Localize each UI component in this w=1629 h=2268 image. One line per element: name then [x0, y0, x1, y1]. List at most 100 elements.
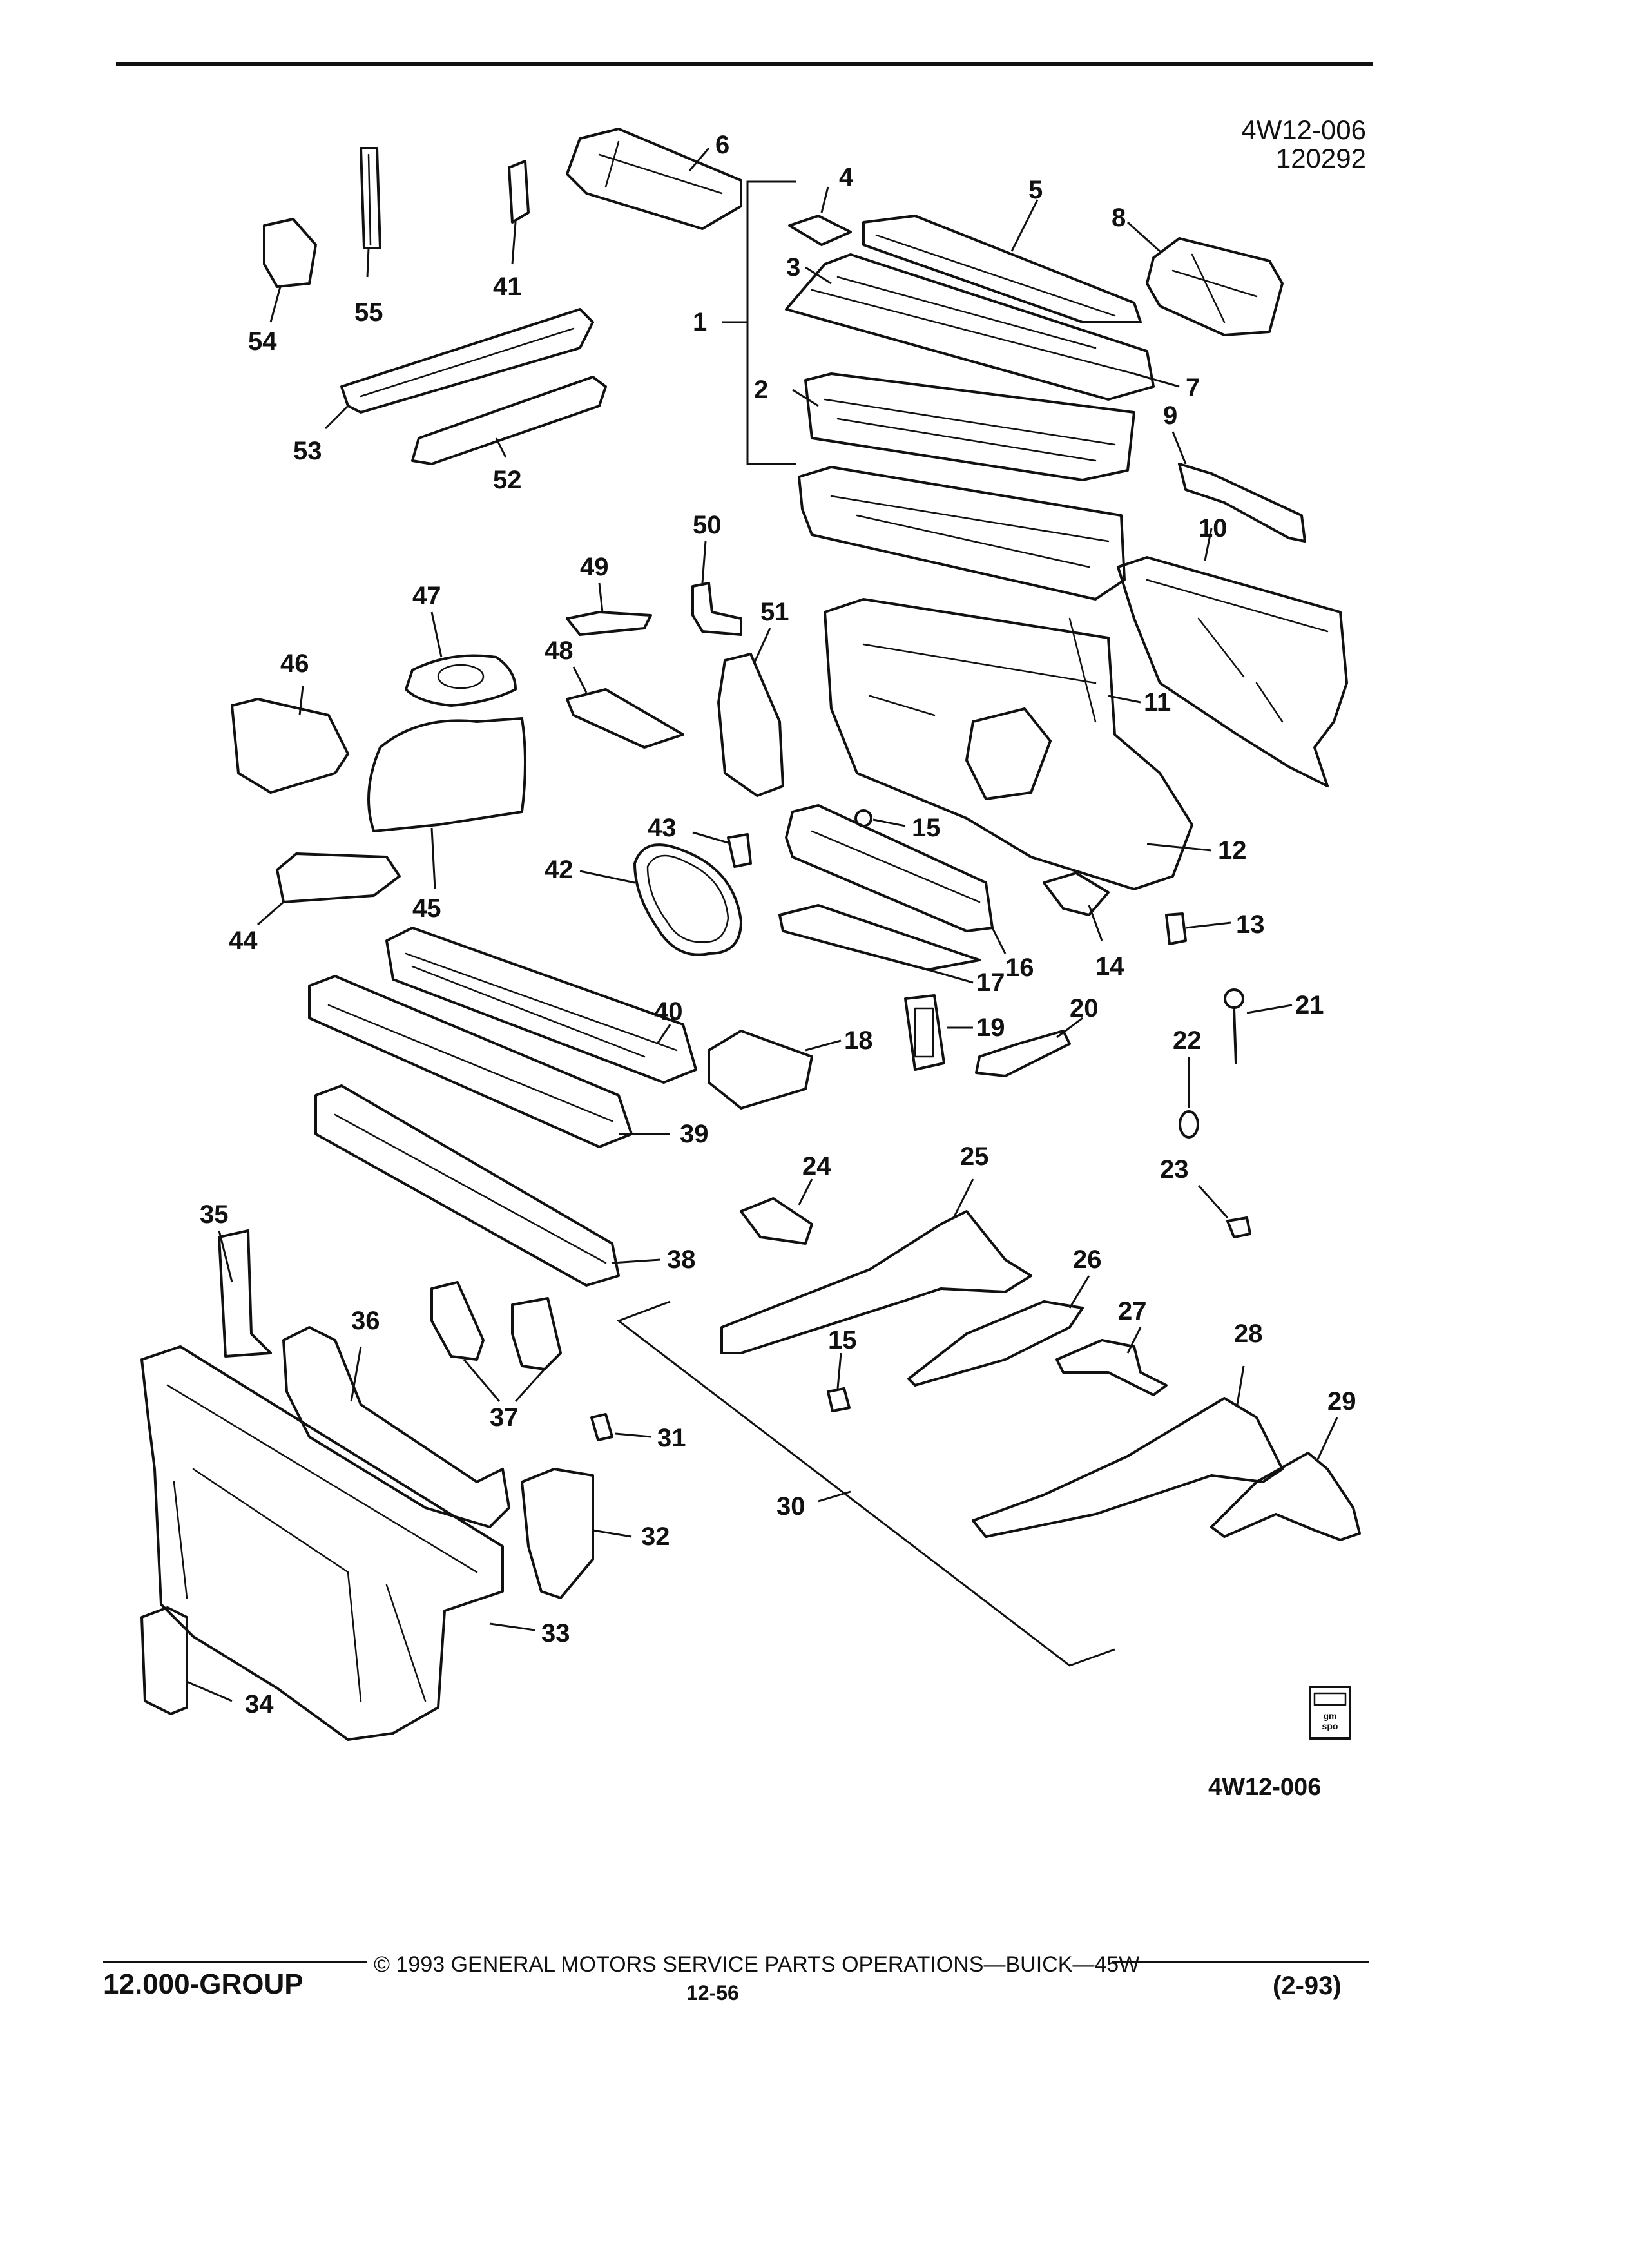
part-15b [827, 1387, 851, 1412]
callout-50: 50 [693, 511, 722, 539]
part-43 [727, 833, 752, 868]
part-4 [788, 215, 852, 246]
callout-41: 41 [493, 273, 522, 301]
part-34 [140, 1606, 188, 1715]
part-17 [778, 904, 981, 971]
callout-42: 42 [545, 856, 574, 884]
callout-17: 17 [976, 968, 1005, 997]
callout-36: 36 [351, 1307, 380, 1335]
callout-8: 8 [1112, 204, 1126, 232]
part-37a [430, 1281, 485, 1361]
assembly-line-30 [616, 1300, 1115, 1667]
callout-15b: 15 [828, 1326, 857, 1354]
gm-spo-logo [1309, 1686, 1351, 1740]
part-36 [282, 1326, 510, 1528]
footer-rule-left [103, 1961, 367, 1963]
callout-11: 11 [1144, 688, 1171, 716]
part-52 [411, 376, 607, 465]
callout-30: 30 [776, 1492, 805, 1521]
callout-1: 1 [693, 308, 708, 336]
callout-45: 45 [412, 894, 441, 923]
part-2 [804, 372, 1135, 481]
part-11 [798, 466, 1126, 601]
callout-5: 5 [1028, 176, 1043, 204]
callout-52: 52 [493, 466, 522, 494]
callout-43: 43 [648, 814, 677, 842]
part-49 [566, 611, 652, 636]
callout-38: 38 [667, 1245, 696, 1274]
callout-16: 16 [1005, 954, 1034, 982]
callout-21: 21 [1295, 991, 1324, 1019]
part-21 [1224, 988, 1244, 1009]
callout-19: 19 [976, 1014, 1005, 1042]
callout-22: 22 [1173, 1026, 1202, 1055]
callout-13: 13 [1236, 910, 1265, 939]
callout-26: 26 [1073, 1245, 1102, 1274]
callout-51: 51 [760, 598, 789, 626]
part-8 [1146, 237, 1284, 336]
callout-7: 7 [1186, 374, 1200, 402]
part-55 [360, 147, 381, 249]
callout-31: 31 [657, 1424, 686, 1452]
part-40 [385, 927, 697, 1084]
part-16 [785, 804, 994, 932]
part-54 [263, 218, 317, 288]
callout-6: 6 [715, 131, 730, 159]
part-41 [508, 160, 530, 224]
drawing-id: 4W12-006 [1241, 115, 1366, 145]
callout-15a: 15 [912, 814, 941, 842]
callout-27: 27 [1118, 1297, 1147, 1325]
callout-4: 4 [839, 163, 854, 191]
part-48 [566, 688, 684, 749]
callout-24: 24 [802, 1152, 831, 1180]
part-6 [566, 128, 742, 230]
part-39 [308, 975, 633, 1148]
callout-55: 55 [354, 298, 383, 327]
callout-14: 14 [1095, 952, 1124, 981]
callout-39: 39 [680, 1120, 709, 1148]
drawing-date: 120292 [1275, 143, 1366, 174]
callout-32: 32 [641, 1523, 670, 1551]
callout-12: 12 [1218, 836, 1247, 865]
callout-47: 47 [412, 582, 441, 610]
drawing-header: 4W12-006 120292 [1147, 115, 1366, 174]
callout-2: 2 [754, 376, 769, 404]
callout-46: 46 [280, 649, 309, 678]
part-44 [276, 852, 401, 903]
part-5 [862, 215, 1142, 323]
part-50 [691, 582, 742, 636]
callout-23: 23 [1160, 1155, 1189, 1184]
part-26 [907, 1300, 1084, 1387]
callout-33: 33 [541, 1619, 570, 1648]
callout-9: 9 [1163, 401, 1178, 430]
part-dash-panel [824, 598, 1193, 890]
callout-48: 48 [545, 637, 574, 665]
part-31 [590, 1413, 613, 1441]
part-23 [1226, 1216, 1251, 1238]
callout-54: 54 [248, 327, 277, 356]
callout-29: 29 [1327, 1387, 1356, 1416]
callout-37: 37 [490, 1403, 519, 1432]
assembly-bracket [746, 180, 796, 465]
footer-group: 12.000-GROUP [103, 1968, 304, 2000]
callout-3: 3 [786, 253, 801, 282]
radiator-support-frame [140, 1345, 504, 1741]
part-22 [1179, 1110, 1199, 1139]
footer-copyright: © 1993 GENERAL MOTORS SERVICE PARTS OPER… [374, 1952, 1140, 1977]
part-18 [708, 1030, 813, 1110]
part-13 [1165, 912, 1187, 945]
callout-44: 44 [229, 927, 258, 955]
part-29 [1210, 1452, 1361, 1541]
part-42 [633, 843, 742, 956]
part-19 [904, 994, 945, 1071]
part-20 [975, 1030, 1071, 1077]
part-51 [717, 653, 784, 797]
footer-revision: (2-93) [1273, 1972, 1342, 2000]
part-45 [367, 717, 526, 832]
part-37b [511, 1297, 562, 1370]
callout-34: 34 [245, 1690, 274, 1718]
part-9 [1178, 463, 1306, 543]
part-35 [218, 1229, 272, 1358]
part-38 [314, 1084, 620, 1287]
callout-10: 10 [1199, 514, 1228, 543]
